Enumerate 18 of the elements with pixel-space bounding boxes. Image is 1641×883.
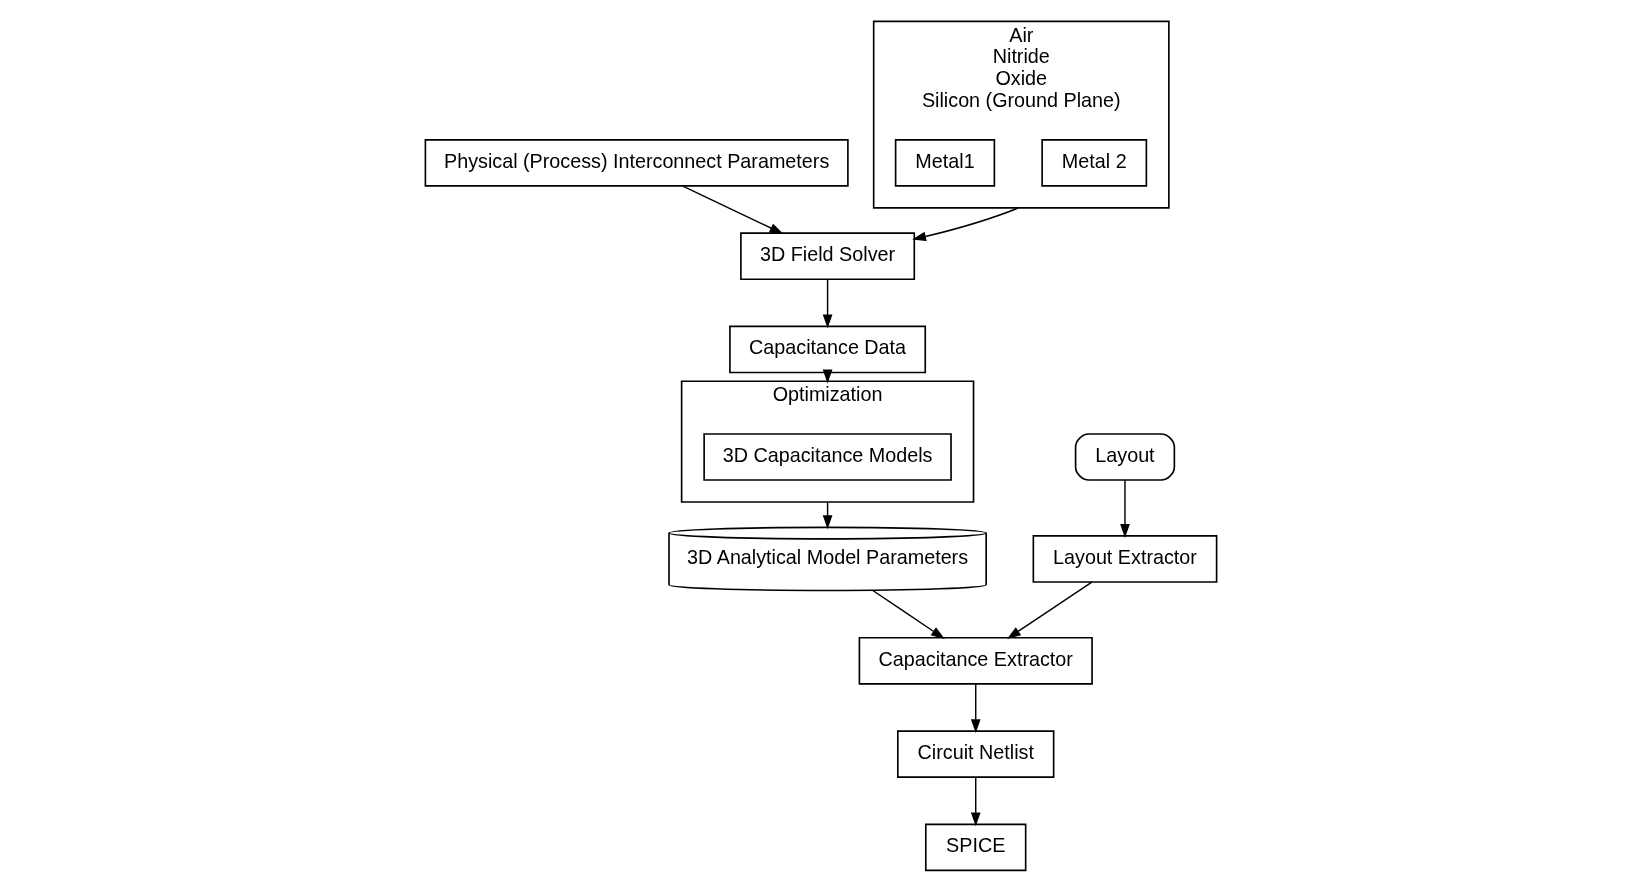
node-box: SPICE	[924, 823, 1026, 872]
node-box: Circuit Netlist	[896, 730, 1054, 778]
arrow	[1006, 581, 1093, 639]
arrow	[1119, 479, 1130, 538]
arrow	[970, 683, 981, 734]
node-box: Layout	[1074, 433, 1175, 481]
node-box: 3D Field Solver	[739, 232, 915, 281]
node-box: Layout Extractor	[1032, 535, 1217, 583]
node-box: Metal1	[894, 139, 995, 187]
arrow	[822, 278, 832, 329]
node-box: Metal 2	[1040, 139, 1147, 187]
arrow	[970, 776, 981, 827]
arrow	[871, 589, 945, 639]
node-box: Capacitance Extractor	[858, 636, 1093, 685]
arrow	[681, 185, 783, 234]
node-box: Physical (Process) Interconnect Parameters	[424, 139, 849, 187]
arrow	[911, 207, 1019, 242]
node-box: 3D Capacitance Models	[702, 433, 952, 481]
